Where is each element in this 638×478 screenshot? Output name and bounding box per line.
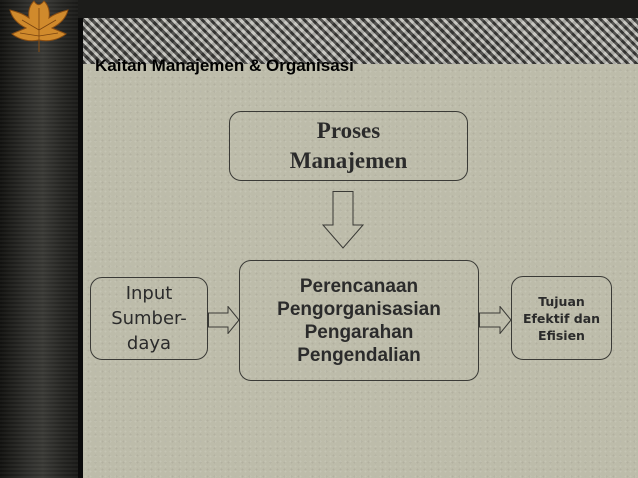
- goal-box: Tujuan Efektif dan Efisien: [511, 276, 612, 360]
- goal-line: Tujuan: [538, 293, 585, 309]
- goal-line: Efektif dan: [522, 310, 601, 326]
- input-line: Input: [125, 283, 173, 304]
- input-box: Input Sumber- daya: [90, 277, 208, 360]
- management-functions-box: Perencanaan Pengorganisasian Pengarahan …: [239, 260, 479, 381]
- left-decorative-band: [0, 0, 78, 478]
- input-line: daya: [126, 333, 172, 354]
- function-line: Pengendalian: [297, 344, 421, 366]
- right-arrow-input: [208, 306, 240, 334]
- goal-line: Efisien: [538, 327, 585, 343]
- top-decorative-band: [83, 18, 638, 64]
- vertical-divider: [78, 18, 83, 478]
- autumn-leaf-icon: [9, 0, 69, 52]
- process-line: Proses: [316, 118, 381, 143]
- slide-content-area: [83, 64, 638, 478]
- function-line: Pengorganisasian: [277, 298, 441, 320]
- down-arrow: [322, 191, 364, 249]
- process-line: Manajemen: [289, 148, 408, 173]
- slide-title: Kaitan Manajemen & Organisasi: [95, 56, 354, 75]
- function-line: Pengarahan: [304, 321, 414, 343]
- input-line: Sumber-: [111, 308, 187, 329]
- function-line: Perencanaan: [299, 275, 419, 297]
- right-arrow-output: [479, 306, 512, 334]
- process-box: Proses Manajemen: [229, 111, 468, 181]
